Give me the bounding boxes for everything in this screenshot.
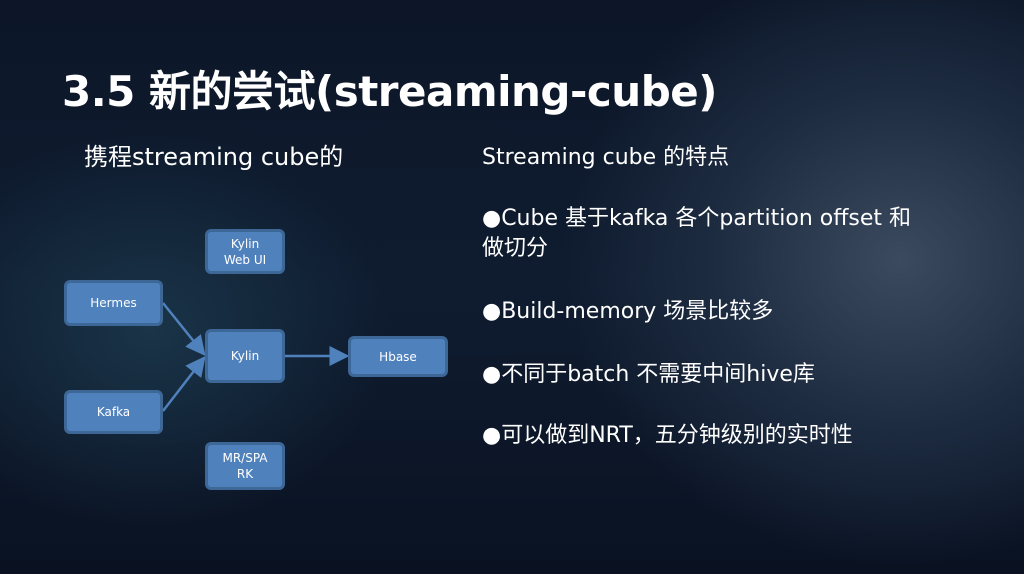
bullet-item: ●不同于batch 不需要中间hive库 bbox=[482, 362, 815, 387]
node-hbase: Hbase bbox=[348, 336, 448, 377]
left-heading: 携程streaming cube的 bbox=[84, 143, 344, 171]
node-mr-spark: MR/SPA RK bbox=[205, 442, 285, 490]
slide-title: 3.5 新的尝试(streaming-cube) bbox=[62, 67, 717, 116]
arrow-hermes-kylin bbox=[162, 302, 206, 356]
node-hermes: Hermes bbox=[64, 280, 163, 326]
node-label: Web UI bbox=[223, 252, 267, 267]
bullet-item: ●Cube 基于kafka 各个partition offset 和做切分 bbox=[482, 206, 912, 261]
node-kylin: Kylin bbox=[205, 329, 285, 383]
node-kafka: Kafka bbox=[64, 390, 163, 434]
node-label: Kafka bbox=[96, 405, 131, 419]
node-label: Hermes bbox=[90, 296, 137, 310]
node-label: MR/SPA bbox=[222, 451, 268, 465]
node-label: RK bbox=[236, 467, 254, 481]
arrow-kafka-kylin bbox=[162, 356, 206, 412]
right-heading: Streaming cube 的特点 bbox=[482, 145, 730, 170]
node-label: Kylin bbox=[230, 349, 260, 363]
node-label: Hbase bbox=[379, 349, 417, 364]
bullet-item: ●Build-memory 场景比较多 bbox=[482, 299, 774, 324]
bullet-item: ●可以做到NRT，五分钟级别的实时性 bbox=[482, 423, 853, 448]
node-label: Kylin bbox=[230, 236, 260, 251]
